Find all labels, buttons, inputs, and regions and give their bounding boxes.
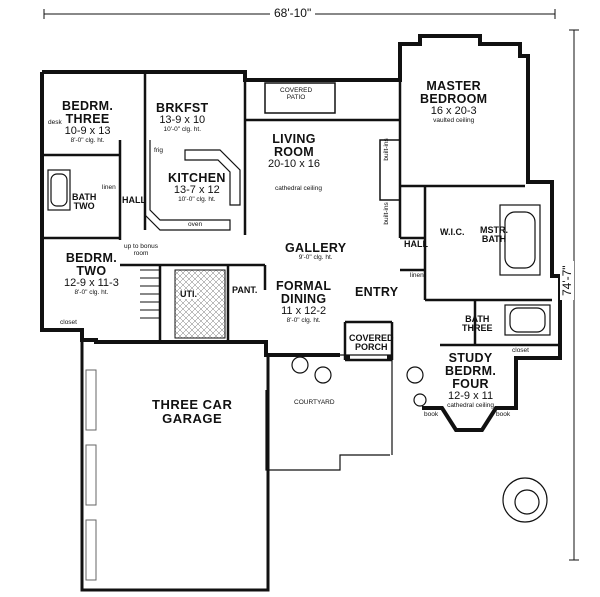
room-formal-dining: FORMAL DINING 11 x 12-2 8'-0" clg. ht. bbox=[276, 279, 332, 325]
book-label-2: book bbox=[496, 411, 511, 418]
bath-three-tub bbox=[504, 304, 551, 336]
covered-patio-outline bbox=[264, 82, 336, 114]
room-name-line2: PORCH bbox=[355, 342, 388, 353]
ceiling-note: cathedral ceiling bbox=[447, 401, 495, 409]
ceiling-note: 9'-0" clg. ht. bbox=[298, 254, 333, 262]
room-dimension: 11 x 12-2 bbox=[281, 305, 327, 318]
room-name: BRKFST bbox=[156, 101, 209, 115]
room-name-line1: FORMAL bbox=[276, 279, 332, 293]
room-name-line1: BATH bbox=[465, 314, 490, 324]
built-ins-label: built-ins bbox=[382, 138, 390, 161]
room-utility: UTI. bbox=[180, 289, 197, 300]
room-name-line2: BEDROOM bbox=[420, 92, 488, 107]
room-name-line2: GARAGE bbox=[162, 410, 223, 426]
room-name: GALLERY bbox=[285, 241, 347, 255]
room-name-line1: MASTER bbox=[426, 79, 481, 93]
room-covered-patio: COVERED PATIO bbox=[280, 87, 313, 102]
oven-label: oven bbox=[188, 221, 203, 228]
interior-walls bbox=[42, 72, 560, 362]
room-name-line1: STUDY bbox=[448, 351, 493, 365]
room-hall-right: HALL bbox=[404, 239, 428, 249]
closet-label-right: closet bbox=[512, 347, 529, 354]
fireplace bbox=[379, 139, 401, 201]
room-name-line2: PATIO bbox=[286, 93, 306, 101]
garage-doors bbox=[85, 369, 97, 581]
room-master-bath: MSTR. BATH bbox=[480, 225, 508, 245]
ceiling-note: 8'-0" clg. ht. bbox=[74, 288, 109, 296]
room-bedroom-three: BEDRM. THREE 10-9 x 13 8'-0" clg. ht. bbox=[62, 99, 114, 145]
room-garage: THREE CAR GARAGE bbox=[152, 398, 232, 425]
room-name-line1: MSTR. bbox=[480, 225, 508, 235]
room-living: LIVING ROOM 20-10 x 16 bbox=[268, 132, 320, 171]
room-name-line1: BEDRM. bbox=[65, 251, 117, 265]
room-dimension: 13-9 x 10 bbox=[159, 114, 206, 127]
landscape-trees bbox=[291, 356, 548, 523]
room-study: STUDY BEDRM. FOUR 12-9 x 11 cathedral ce… bbox=[445, 351, 497, 410]
ceiling-note: 8'-0" clg. ht. bbox=[286, 316, 321, 324]
desk-label: desk bbox=[48, 119, 62, 126]
room-name-line1: LIVING bbox=[272, 132, 316, 146]
overall-depth-dimension-line bbox=[569, 29, 579, 561]
room-name-line2: BEDRM. bbox=[445, 364, 497, 379]
room-gallery: GALLERY 9'-0" clg. ht. bbox=[285, 241, 347, 262]
living-ceiling-note: cathedral ceiling bbox=[275, 185, 322, 192]
linen-label-left: linen bbox=[102, 184, 116, 191]
room-name-line1: COVERED bbox=[349, 333, 394, 343]
room-entry: ENTRY bbox=[355, 285, 399, 299]
room-name-line2: THREE bbox=[462, 323, 493, 334]
room-name-line2: TWO bbox=[76, 264, 107, 279]
room-bath-three: BATH THREE bbox=[462, 314, 493, 334]
frig-label: frig bbox=[154, 147, 164, 154]
kitchen-island bbox=[184, 149, 241, 206]
room-name-line2: THREE bbox=[65, 112, 110, 127]
room-breakfast: BRKFST 13-9 x 10 10'-0" clg. ht. bbox=[156, 101, 209, 133]
room-dimension: 12-9 x 11-3 bbox=[64, 277, 119, 290]
stair-note: up to bonus room bbox=[124, 243, 158, 257]
room-pantry: PANT. bbox=[232, 285, 258, 295]
room-hall-left: HALL bbox=[122, 195, 146, 205]
room-dimension: 20-10 x 16 bbox=[268, 158, 320, 171]
room-name-line1: BEDRM. bbox=[62, 99, 114, 113]
room-name-line2: ROOM bbox=[273, 145, 315, 160]
room-bath-two: BATH TWO bbox=[72, 192, 97, 212]
overall-width: 68'-10" bbox=[270, 6, 316, 20]
room-name-line2: BATH bbox=[481, 234, 507, 245]
kitchen-counters bbox=[144, 140, 231, 231]
utility-tile-floor bbox=[174, 269, 226, 339]
room-name-line1: BATH bbox=[72, 192, 97, 202]
porch-columns bbox=[345, 355, 392, 360]
built-ins-label-2: built-ins bbox=[382, 202, 390, 225]
ceiling-note: 8'-0" clg. ht. bbox=[70, 136, 105, 144]
room-dimension: 16 x 20-3 bbox=[430, 105, 477, 118]
overall-depth: 74'-7" bbox=[560, 261, 574, 300]
master-bath-tub bbox=[499, 204, 541, 276]
garage-outline bbox=[80, 342, 270, 592]
closet-label-left: closet bbox=[60, 319, 77, 326]
linen-label-right: linen bbox=[410, 272, 424, 279]
room-name-line3: FOUR bbox=[452, 377, 489, 392]
room-bedroom-two: BEDRM. TWO 12-9 x 11-3 8'-0" clg. ht. bbox=[64, 251, 119, 297]
room-dimension: 12-9 x 11 bbox=[448, 390, 494, 403]
room-name-line1: COVERED bbox=[280, 87, 313, 94]
room-walk-in-closet: W.I.C. bbox=[440, 227, 465, 237]
room-master-bedroom: MASTER BEDROOM 16 x 20-3 vaulted ceiling bbox=[420, 79, 488, 125]
room-name-line2: TWO bbox=[73, 201, 95, 212]
room-dimension: 10-9 x 13 bbox=[64, 125, 111, 138]
ceiling-note: 10'-0" clg. ht. bbox=[178, 195, 216, 203]
room-dimension: 13-7 x 12 bbox=[173, 184, 220, 197]
room-courtyard: COURTYARD bbox=[294, 399, 335, 406]
room-name: KITCHEN bbox=[168, 171, 226, 185]
ceiling-note: vaulted ceiling bbox=[433, 116, 475, 124]
study-bay-window bbox=[441, 407, 497, 431]
book-label-1: book bbox=[424, 411, 439, 418]
room-kitchen: KITCHEN 13-7 x 12 10'-0" clg. ht. bbox=[168, 171, 226, 203]
bath-two-tub bbox=[47, 169, 71, 211]
stairs bbox=[140, 269, 160, 319]
courtyard-outline bbox=[265, 354, 393, 471]
room-name-line2: DINING bbox=[280, 292, 327, 307]
room-name-line1: THREE CAR bbox=[152, 397, 233, 412]
ceiling-note: 10'-0" clg. ht. bbox=[163, 125, 201, 133]
room-covered-porch: COVERED PORCH bbox=[349, 333, 394, 353]
